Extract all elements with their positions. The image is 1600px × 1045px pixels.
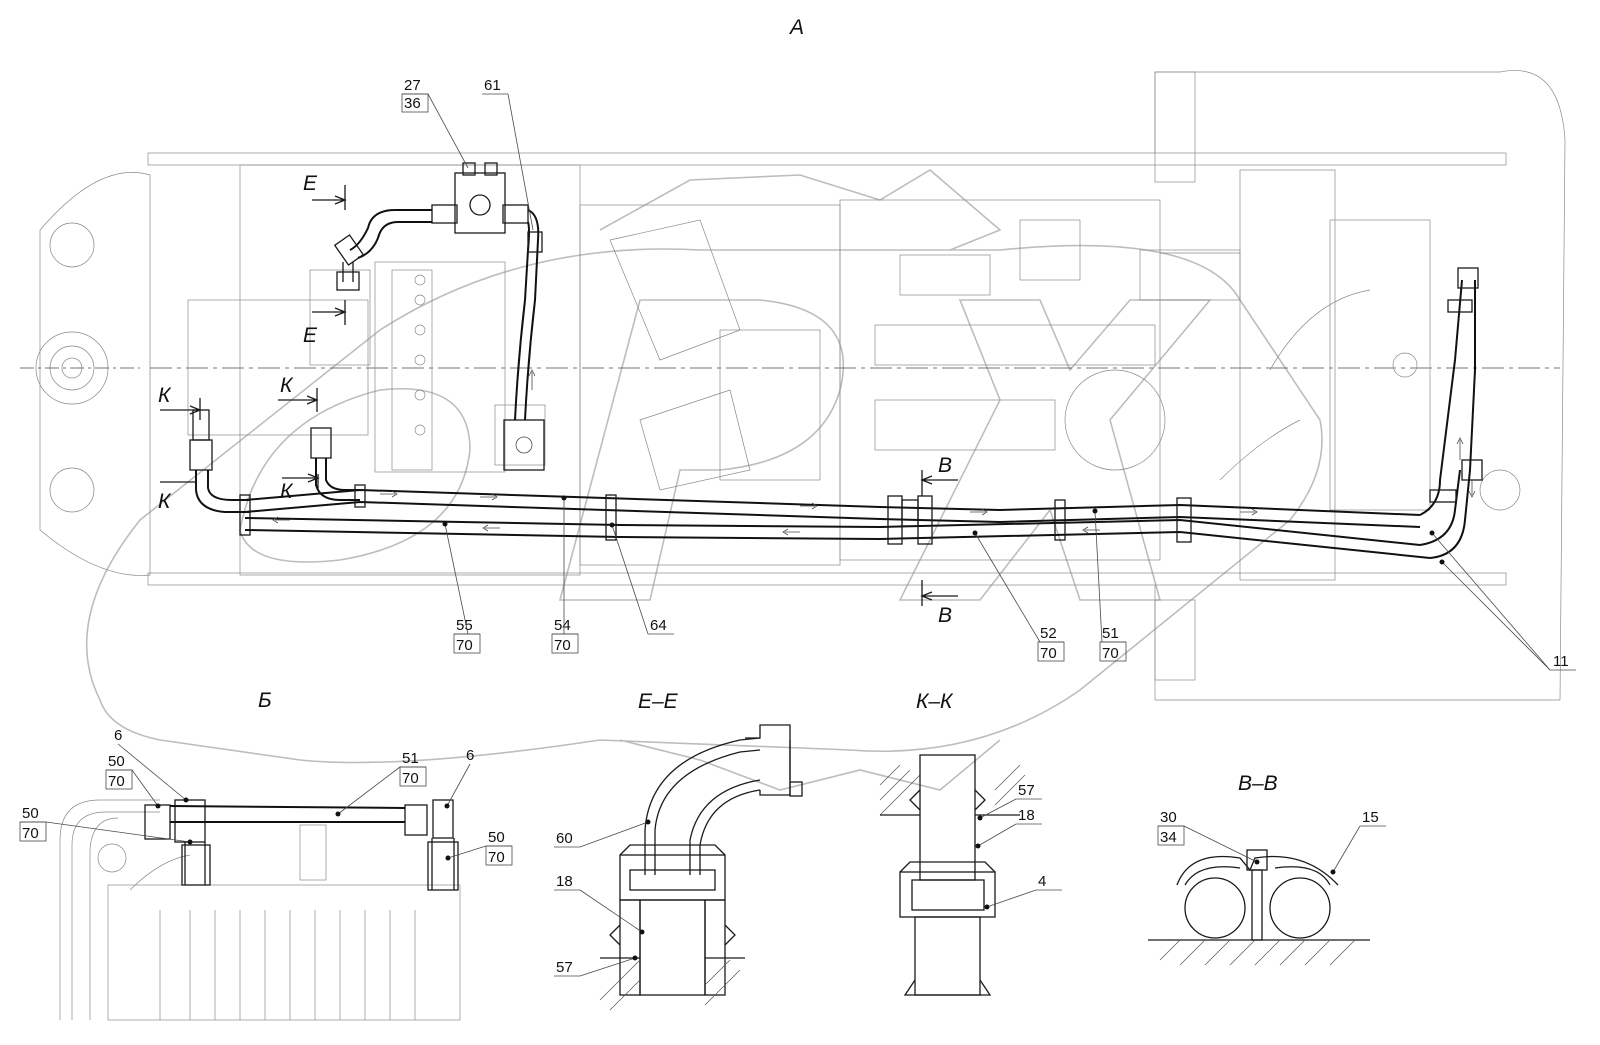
section-v-v: 30 34 15 [1148,809,1386,966]
flow-arrows [272,369,1476,536]
callout-55: 55 [456,617,473,634]
callout-b-6-right: 6 [466,747,474,764]
section-k-k: 57 18 4 [879,754,1062,996]
section-mark-k-1: К [158,384,172,407]
callout-v-30: 30 [1160,809,1177,826]
callout-b-50-left-70: 70 [22,825,39,842]
section-mark-v-top: В [938,454,952,477]
callout-11: 11 [1553,653,1569,670]
callout-b-50-left: 50 [22,805,39,822]
callout-54: 54 [554,617,571,634]
callout-61: 61 [484,77,501,94]
callout-64: 64 [650,617,667,634]
vehicle-frame [20,70,1566,701]
callout-e-18: 18 [556,873,573,890]
hose-assembly [189,162,1483,559]
section-mark-e-top: Е [303,172,318,195]
valve-body [454,172,506,234]
callout-e-60: 60 [556,830,573,847]
view-title-a: А [788,16,804,39]
view-title-k-k: К–К [916,690,954,713]
callout-27: 27 [404,77,421,94]
callout-k-18: 18 [1018,807,1035,824]
section-mark-v-bottom: В [938,604,952,627]
callout-b-50-right-70: 70 [488,849,505,866]
callout-k-4: 4 [1038,873,1046,890]
callout-55-70: 70 [456,637,473,654]
callout-v-15: 15 [1362,809,1379,826]
callout-b-50-top: 50 [108,753,125,770]
view-title-e-e: Е–Е [638,690,679,713]
callout-k-57: 57 [1018,782,1035,799]
callout-52-70: 70 [1040,645,1057,662]
callout-51-70: 70 [1102,645,1119,662]
section-cut-markers: Е Е К К К К В В [158,172,958,627]
callout-b-50-right: 50 [488,829,505,846]
section-e-e: 60 18 57 [554,724,803,1011]
section-mark-k-2: К [280,374,294,397]
callout-b-6-left: 6 [114,727,122,744]
engine-outline [187,164,1521,581]
view-title-b: Б [258,689,272,712]
callout-51: 51 [1102,625,1119,642]
callout-b-51-70: 70 [402,770,419,787]
callout-b-50-top-70: 70 [108,773,125,790]
section-mark-k-4: К [158,490,172,513]
callout-b-51: 51 [402,750,419,767]
callout-52: 52 [1040,625,1057,642]
outlet-fitting [503,419,545,471]
callout-36: 36 [404,95,421,112]
clamp-64 [605,494,617,541]
callout-v-34: 34 [1160,829,1177,846]
callout-e-57: 57 [556,959,573,976]
callouts-view-a: 27 36 61 55 70 54 70 64 52 70 [401,77,1576,671]
section-mark-e-bottom: Е [303,324,318,347]
callout-54-70: 70 [554,637,571,654]
detail-b: 6 50 70 50 70 51 70 6 50 70 [19,727,513,1021]
view-title-v-v: В–В [1238,772,1278,795]
section-mark-k-3: К [280,480,294,503]
